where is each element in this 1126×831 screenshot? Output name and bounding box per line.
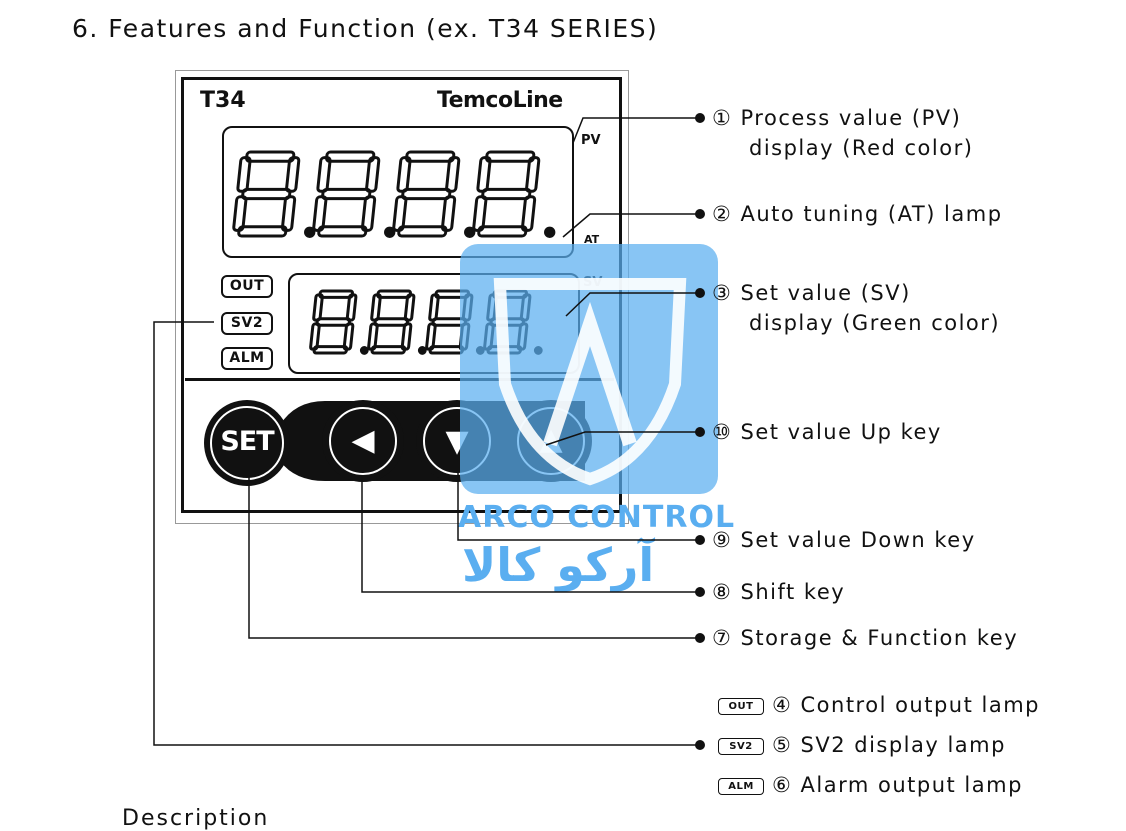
pv-digit-decimal-point: [464, 226, 476, 238]
leader-sv2: [153, 321, 700, 746]
pv-digit-segment: [316, 156, 332, 193]
callout-shift-key: ⑧ Shift key: [712, 580, 846, 604]
callout-up-key: ⑩ Set value Up key: [712, 420, 942, 444]
leader-dot: [695, 209, 705, 219]
callout-at: ② Auto tuning (AT) lamp: [712, 202, 1003, 226]
callout-sv-line2: display (Green color): [749, 311, 1001, 335]
leader-dot: [695, 113, 705, 123]
pv-digit-segment: [440, 195, 457, 232]
pv-display: [222, 126, 574, 258]
sv-digit-segment: [370, 293, 382, 322]
out-lamp-icon: OUT: [718, 697, 764, 715]
sv-digit-segment: [345, 293, 358, 322]
pv-digit-segment: [396, 156, 412, 193]
pv-digit-segment: [236, 156, 252, 193]
at-tag: AT: [584, 233, 600, 246]
watermark-persian: آرکو کالا: [462, 538, 655, 592]
callout-down-key: ⑨ Set value Down key: [712, 528, 976, 552]
pv-digit-segment: [365, 156, 381, 193]
pv-digit-segment: [321, 187, 372, 201]
alm-lamp-icon: ALM: [718, 777, 764, 795]
leader-at: [562, 213, 700, 238]
leader-dot: [695, 740, 705, 750]
callout-set-key: ⑦ Storage & Function key: [712, 626, 1019, 650]
shift-key[interactable]: ◀: [329, 407, 397, 475]
sv-digit-segment: [428, 293, 440, 322]
leader-dot: [695, 633, 705, 643]
sv-digit-segment: [373, 317, 410, 327]
pv-digit-decimal-point: [544, 226, 556, 238]
pv-digit-segment: [481, 187, 532, 201]
key-divider: [185, 378, 614, 381]
pv-digit-segment: [525, 156, 541, 193]
leader-sv: [565, 292, 700, 317]
callout-pv: ① Process value (PV) display (Red color): [712, 103, 973, 163]
callout-alm-text: ⑥ Alarm output lamp: [772, 773, 1023, 797]
leader-dot: [695, 535, 705, 545]
sv-digit-segment: [312, 293, 324, 322]
callout-sv2-lamp: SV2 ⑤ SV2 display lamp: [718, 730, 1006, 760]
pv-digit-segment: [285, 156, 301, 193]
leader-shift: [361, 476, 700, 593]
pv-digit-decimal-point: [304, 226, 316, 238]
pv-digit-segment: [312, 195, 328, 232]
sv-digit-decimal-point: [359, 346, 369, 355]
sv-digit-segment: [403, 293, 416, 322]
callout-alm-lamp: ALM ⑥ Alarm output lamp: [718, 770, 1023, 800]
sv-digit-segment: [367, 322, 379, 351]
pv-digit-segment: [472, 195, 488, 232]
sv-digit-segment: [309, 322, 321, 351]
leader-dot: [695, 587, 705, 597]
watermark-latin: ARCO CONTROL: [458, 500, 736, 535]
pv-digit-decimal-point: [384, 226, 396, 238]
trailing-heading: Description: [122, 806, 270, 831]
sv-digit-decimal-point: [417, 346, 427, 355]
set-key[interactable]: SET: [210, 406, 284, 480]
out-lamp: OUT: [221, 275, 273, 298]
pv-digit-segment: [520, 195, 537, 232]
sv-digit-segment: [315, 317, 352, 327]
leader-set: [248, 476, 700, 639]
pv-tag: PV: [581, 133, 601, 148]
pv-digit-segment: [401, 187, 452, 201]
pv-digit-segment: [476, 156, 492, 193]
page-title: 6. Features and Function (ex. T34 SERIES…: [72, 14, 659, 43]
pv-digit-segment: [241, 187, 292, 201]
pv-digits: [232, 150, 556, 238]
leader-pv: [572, 117, 700, 144]
callout-sv2-text: ⑤ SV2 display lamp: [772, 733, 1006, 757]
sv-digit-segment: [400, 322, 413, 351]
callout-pv-line2: display (Red color): [749, 136, 974, 160]
leader-up: [545, 431, 700, 446]
sv2-lamp-icon: SV2: [718, 737, 764, 755]
callout-sv: ③ Set value (SV) display (Green color): [712, 278, 1000, 338]
sv-digit-segment: [425, 322, 437, 351]
callout-pv-line1: ① Process value (PV): [712, 106, 962, 130]
pv-digit-segment: [360, 195, 377, 232]
alm-lamp: ALM: [221, 347, 273, 370]
sv-digit-segment: [342, 322, 355, 351]
brand-logo: TemcoLine: [437, 88, 563, 113]
leader-dot: [695, 288, 705, 298]
callout-out-text: ④ Control output lamp: [772, 693, 1041, 717]
callout-sv-line1: ③ Set value (SV): [712, 281, 911, 305]
leader-down: [457, 470, 700, 541]
pv-digit-segment: [392, 195, 408, 232]
model-label: T34: [200, 88, 246, 113]
callout-out-lamp: OUT ④ Control output lamp: [718, 690, 1040, 720]
pv-digit-segment: [280, 195, 297, 232]
pv-digit-segment: [445, 156, 461, 193]
leader-dot: [695, 427, 705, 437]
pv-digit-segment: [232, 195, 248, 232]
sv2-lamp: SV2: [221, 312, 273, 335]
